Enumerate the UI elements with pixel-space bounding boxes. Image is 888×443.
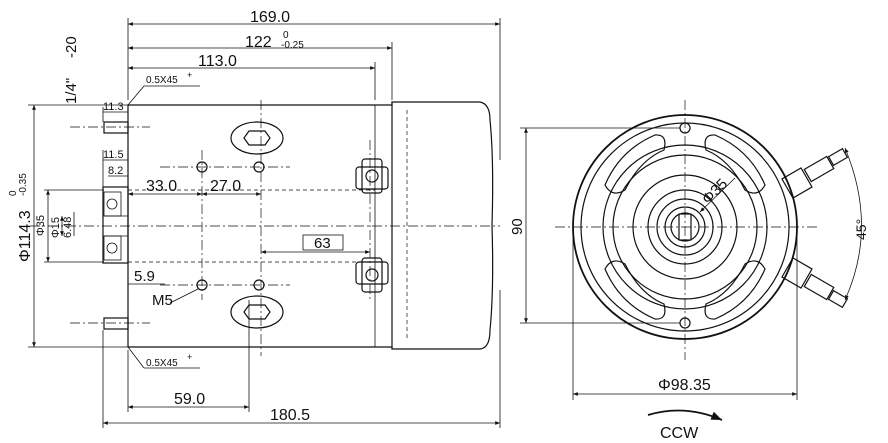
dim-63-label: 63 [314,235,331,252]
bore-leader [699,177,736,213]
dim-59-label: 59.0 [174,391,205,408]
hex-boss-top [230,121,284,155]
dia-98-label: Φ98.35 [658,377,711,394]
leader [127,85,145,106]
housing-outline [127,101,494,350]
dia-114-label: Φ114.3 [17,210,34,262]
dim-169-label: 169.0 [250,9,290,26]
terminal-top [355,158,389,194]
hole-icon [253,279,265,291]
hole-icon [196,279,208,291]
dia-114-tol-upper: 0 [8,190,19,196]
slot-top-left [604,134,666,194]
angle-arc [844,147,862,301]
dim-11-3-label: 11.3 [103,101,124,113]
slot-top-right [704,134,766,194]
chamfer-bottom-label: 0.5X45 [146,358,178,369]
side-view: 169.0 122 0 -0.25 113.0 0.5X45 + 0.5X45 … [8,9,501,428]
slot-bottom-right [704,260,766,320]
dim-122-tol-upper: 0 [283,30,289,41]
dia-114-tol-lower: -0.35 [18,173,29,196]
slot-bottom-left [604,260,666,320]
bearing-ball-bottom [106,242,118,254]
chamfer-bottom-plus: + [187,352,192,362]
chamfer-top-plus: + [187,70,192,80]
thread-m5-label: M5 [152,292,173,309]
stud-bottom [103,317,129,330]
terminal-stud-top [781,147,849,199]
hole-icon [253,161,265,173]
dim-113-label: 113.0 [198,53,237,70]
terminal-bottom [355,257,389,293]
dia-35-label: Φ35 [35,215,47,236]
dim-8-2-label: 8.2 [108,165,123,177]
chamfer-top-label: 0.5X45 [146,75,178,86]
dim-5-9-label: 5.9 [134,268,155,285]
dim-33-label: 33.0 [146,178,177,195]
bore-35-label: Φ35 [699,176,731,208]
height-90-label: 90 [509,218,526,235]
dim-122-label: 122 [245,34,272,51]
bearing-bottom [103,235,122,261]
dim-11-5-label: 11.5 [103,149,124,161]
bearing-top [103,191,122,217]
stud-top [103,121,129,134]
hex-boss-bottom [230,295,284,329]
leader [169,288,199,304]
dim-180-label: 180.5 [270,407,310,424]
dim-63-box [302,234,344,251]
hole-icon [196,161,208,173]
front-view: Φ35 90 45° Φ98.35 CCW [509,100,869,442]
rotation-label: CCW [660,425,699,442]
dia-15-label: Φ15 [50,217,62,238]
dim-122-tol-lower: -0.25 [281,40,304,51]
thread-pitch-label: -20 [63,36,80,58]
dim-27-label: 27.0 [210,178,241,195]
bearing-ball-top [106,198,118,210]
thread-quarter-label: 1/4" [63,78,80,104]
leader [127,346,145,369]
dim-6-48-label: 6.48 [62,217,74,238]
ccw-arrow-icon [647,409,723,421]
terminal-stud-bottom [781,257,849,309]
angle-45-label: 45° [853,219,869,240]
end-flange [102,186,129,264]
